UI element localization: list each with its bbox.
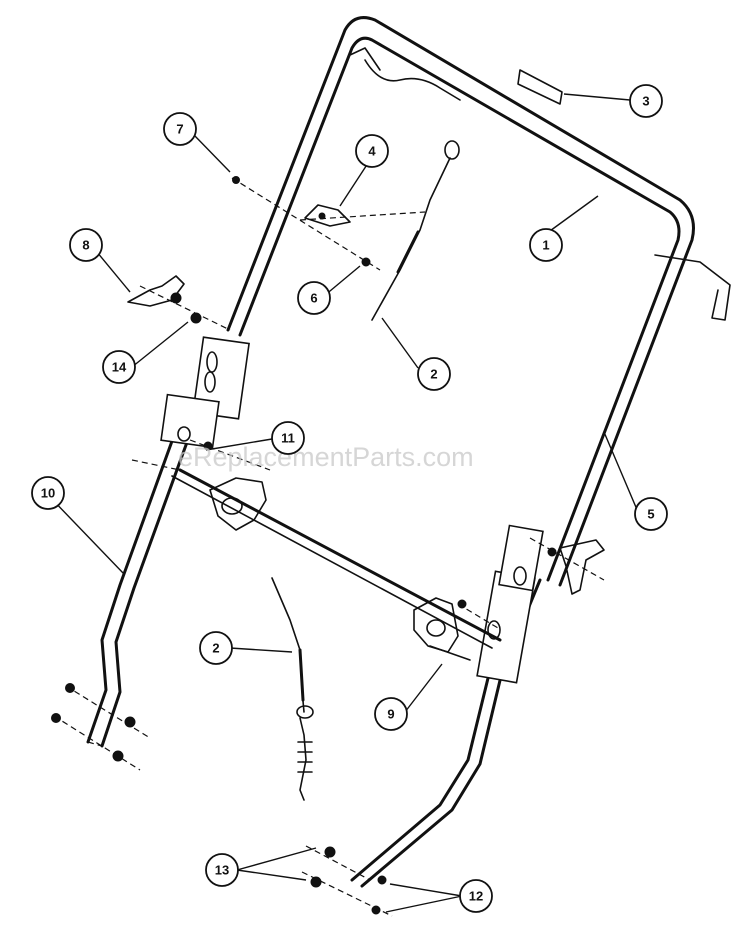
washer-14 [190, 312, 202, 324]
callout-6: 6 [297, 281, 331, 315]
callout-label: 6 [310, 291, 317, 306]
callout-label: 4 [368, 144, 376, 159]
lower-handle-right [350, 524, 544, 888]
callout-label: 2 [430, 367, 437, 382]
callout-7: 7 [163, 112, 197, 146]
callout-label: 12 [469, 889, 483, 904]
callout-14: 14 [102, 350, 136, 384]
callout-label: 10 [41, 486, 55, 501]
callout-label: 7 [176, 122, 183, 137]
callout-label: 3 [642, 94, 649, 109]
callout-5: 5 [634, 497, 668, 531]
callout-label: 1 [542, 238, 549, 253]
callout-label: 14 [112, 360, 127, 375]
bottom-hardware [301, 845, 393, 917]
upper-cable [299, 140, 460, 321]
lower-left-hardware [51, 683, 151, 771]
callout-label: 9 [387, 707, 394, 722]
control-lever [304, 204, 351, 227]
leader-lines [47, 93, 639, 913]
callout-label: 11 [281, 431, 295, 446]
callout-3: 3 [629, 84, 663, 118]
bracket-left [189, 439, 271, 531]
nut-6 [361, 257, 371, 267]
callout-9: 9 [374, 697, 408, 731]
callout-label: 13 [215, 863, 229, 878]
callout-13: 13 [205, 853, 239, 887]
callout-label: 8 [82, 238, 89, 253]
screw-7 [232, 176, 240, 184]
lower-cable [271, 577, 314, 801]
callout-10: 10 [31, 476, 65, 510]
upper-handle [192, 16, 731, 587]
callout-2-lower: 2 [199, 631, 233, 665]
watermark: eReplacementParts.com [178, 442, 474, 472]
callout-4: 4 [355, 134, 389, 168]
handle-clip [517, 69, 563, 105]
callout-8: 8 [69, 228, 103, 262]
callout-12: 12 [459, 879, 493, 913]
callout-label: 2 [212, 641, 219, 656]
callout-11: 11 [271, 421, 305, 455]
callout-label: 5 [647, 507, 654, 522]
cross-bar [131, 459, 502, 649]
wing-knob-left [127, 275, 231, 331]
wing-knob-right [529, 537, 605, 595]
bracket-9 [413, 597, 499, 661]
callout-1: 1 [529, 228, 563, 262]
callout-2-upper: 2 [417, 357, 451, 391]
